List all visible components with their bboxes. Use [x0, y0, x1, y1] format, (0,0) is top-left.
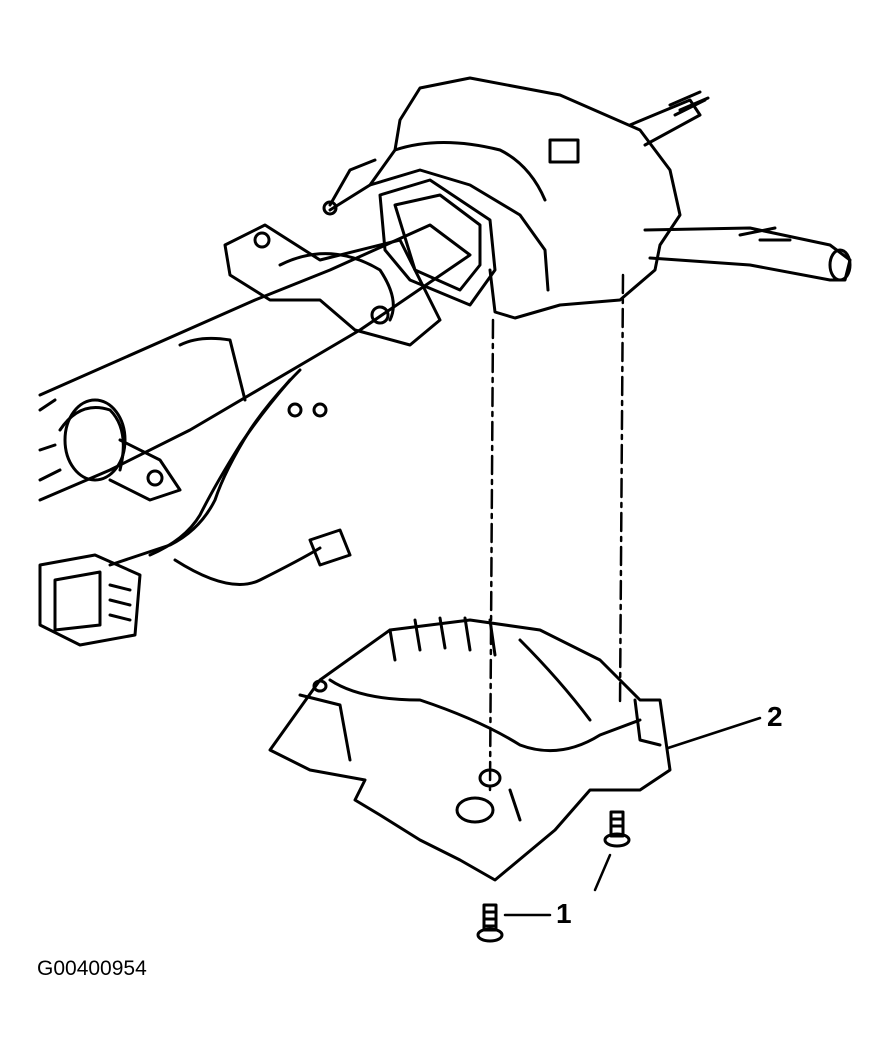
callout-1: 1: [556, 898, 572, 929]
steering-column-assembly: [38, 76, 852, 647]
leader-lines: [503, 716, 762, 917]
alignment-lines: [488, 273, 625, 792]
screw-right: [603, 810, 631, 848]
figure-id: G00400954: [37, 957, 147, 980]
callout-2: 2: [767, 701, 783, 732]
lower-column-cover: [268, 616, 672, 882]
screw-left: [476, 903, 504, 943]
